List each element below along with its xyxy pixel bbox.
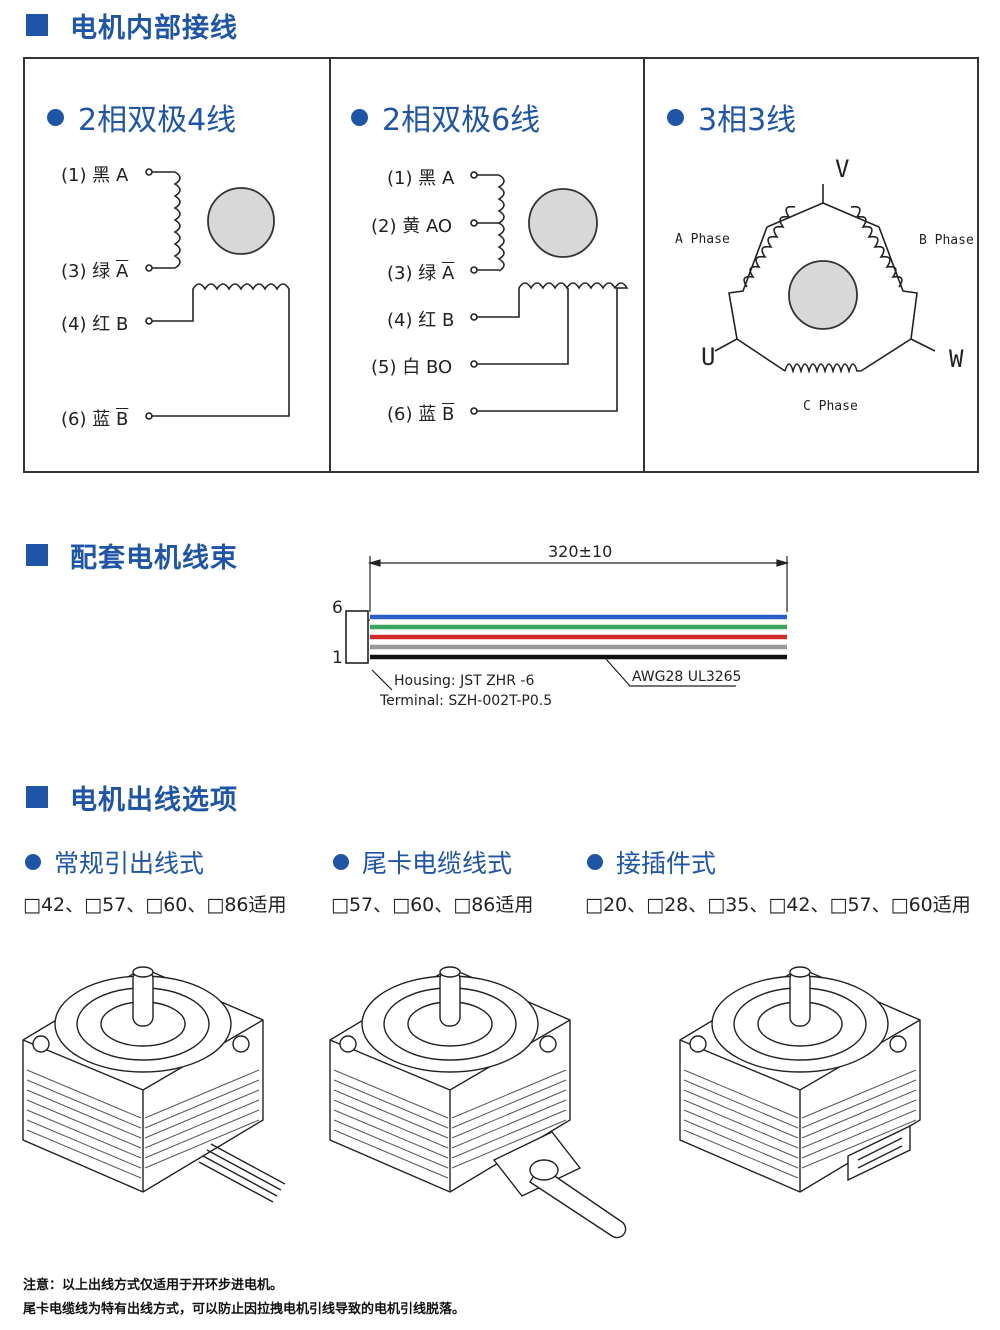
panel-header: 2相双极6线 bbox=[351, 95, 540, 139]
panel-title: 2相双极6线 bbox=[382, 103, 541, 138]
bullet-dot bbox=[351, 108, 368, 126]
terminal-label: Terminal: SZH-002T-P0.5 bbox=[380, 693, 553, 709]
pin-label: (5) 白 BO bbox=[371, 357, 453, 378]
pin-label: (1) 黑 A bbox=[61, 165, 129, 186]
motor-illustration-tail-cable bbox=[329, 966, 627, 1239]
housing-label: Housing: JST ZHR -6 bbox=[394, 673, 535, 689]
rotor-circle bbox=[788, 260, 858, 330]
section-header-harness: 配套电机线束 bbox=[26, 540, 238, 574]
terminal-v: V bbox=[835, 155, 850, 183]
bullet-dot bbox=[667, 108, 684, 126]
terminal-w: W bbox=[949, 345, 964, 373]
panel-header: 3相3线 bbox=[667, 95, 796, 139]
wiring-panel-6wire: 2相双极6线 (1) 黑 A (2) 黄 AO (3) 绿 A (4) 红 B … bbox=[329, 59, 643, 471]
motor-illustration-connector bbox=[679, 966, 921, 1193]
terminal-u: U bbox=[701, 343, 716, 371]
option-sizes: □57、□60、□86适用 bbox=[331, 894, 534, 916]
pin-label: (6) 蓝 B bbox=[61, 409, 129, 430]
motor-illustration-lead-wire bbox=[22, 966, 286, 1203]
section-title: 配套电机线束 bbox=[70, 542, 238, 574]
rotor-circle bbox=[528, 188, 598, 258]
phase-a-label: A Phase bbox=[675, 232, 730, 247]
note-line: 注意：以上出线方式仅适用于开环步进电机。 bbox=[23, 1278, 284, 1293]
harness-pin-top: 6 bbox=[332, 598, 343, 618]
pin-label: (3) 绿 A bbox=[61, 261, 129, 282]
pin-label: (2) 黄 AO bbox=[371, 216, 453, 237]
section-marker bbox=[26, 544, 48, 566]
pin-label: (3) 绿 A bbox=[387, 263, 455, 284]
option-sizes: □42、□57、□60、□86适用 bbox=[23, 894, 287, 916]
wiring-schematic bbox=[470, 171, 629, 415]
option-title: 常规引出线式 bbox=[54, 849, 205, 878]
option-title: 尾卡电缆线式 bbox=[362, 849, 513, 878]
bullet-dot bbox=[333, 854, 349, 870]
panel-title: 2相双极4线 bbox=[78, 103, 237, 138]
option-sizes: □20、□28、□35、□42、□57、□60适用 bbox=[585, 894, 971, 916]
pin-label: (1) 黑 A bbox=[387, 168, 455, 189]
bullet-dot bbox=[25, 854, 41, 870]
section-title: 电机内部接线 bbox=[70, 12, 238, 44]
section-header-wiring: 电机内部接线 bbox=[26, 10, 238, 44]
wiring-diagram-box: 2相双极4线 (1) 黑 A (3) 绿 A (4) 红 B (6) 蓝 B 2… bbox=[23, 57, 979, 473]
wiring-panel-4wire: 2相双极4线 (1) 黑 A (3) 绿 A (4) 红 B (6) 蓝 B bbox=[25, 59, 329, 471]
harness-length: 320±10 bbox=[548, 542, 613, 561]
harness-pin-bottom: 1 bbox=[332, 648, 343, 668]
pin-label: (6) 蓝 B bbox=[387, 404, 455, 425]
pin-label: (4) 红 B bbox=[61, 314, 129, 335]
wiring-panel-3phase: 3相3线 V U W A Phase B Phase C Phase bbox=[643, 59, 979, 471]
wiring-schematic bbox=[145, 168, 290, 420]
section-header-options: 电机出线选项 bbox=[26, 782, 238, 816]
phase-b-label: B Phase bbox=[919, 233, 974, 248]
option-header: 常规引出线式 bbox=[25, 844, 204, 880]
phase-c-label: C Phase bbox=[803, 399, 858, 414]
option-title: 接插件式 bbox=[616, 849, 717, 878]
section-marker bbox=[26, 14, 48, 36]
note-line: 尾卡电缆线为特有出线方式，可以防止因拉拽电机引线导致的电机引线脱落。 bbox=[23, 1302, 466, 1317]
section-title: 电机出线选项 bbox=[70, 784, 238, 816]
pin-label: (4) 红 B bbox=[387, 310, 455, 331]
wire-spec-label: AWG28 UL3265 bbox=[632, 669, 742, 685]
rotor-circle bbox=[207, 187, 275, 255]
option-header: 尾卡电缆线式 bbox=[333, 844, 512, 880]
panel-header: 2相双极4线 bbox=[47, 95, 236, 139]
panel-title: 3相3线 bbox=[698, 103, 797, 138]
option-header: 接插件式 bbox=[587, 844, 716, 880]
bullet-dot bbox=[587, 854, 603, 870]
section-marker bbox=[26, 786, 48, 808]
bullet-dot bbox=[47, 108, 64, 126]
three-phase-schematic bbox=[714, 184, 936, 374]
